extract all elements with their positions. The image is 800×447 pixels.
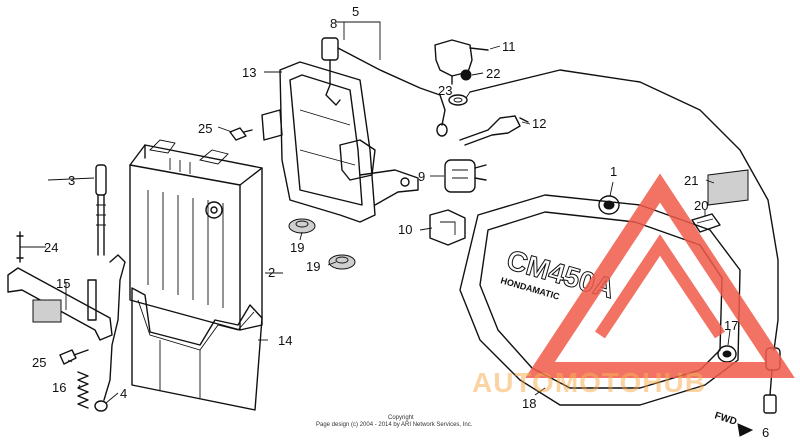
callout-16: 16 <box>52 380 66 395</box>
callout-5: 5 <box>352 4 359 19</box>
breather-tube <box>87 164 107 321</box>
callout-17: 17 <box>724 318 738 333</box>
bolt-upper <box>229 127 253 141</box>
callout-21: 21 <box>684 173 698 188</box>
callout-12: 12 <box>532 116 546 131</box>
callout-15: 15 <box>56 276 70 291</box>
grommet-1 <box>598 195 620 215</box>
main-wire <box>321 37 448 137</box>
spring <box>77 371 89 409</box>
fwd-label: FWD <box>713 410 738 428</box>
callout-20: 20 <box>694 198 708 213</box>
battery-cable <box>94 254 126 412</box>
callout-19-upper: 19 <box>290 240 304 255</box>
callout-23: 23 <box>438 83 452 98</box>
callout-3: 3 <box>68 173 75 188</box>
battery <box>129 139 263 331</box>
bolt-lower <box>59 349 89 365</box>
callout-13: 13 <box>242 65 256 80</box>
decal <box>707 169 749 206</box>
copyright: Copyright Page design (c) 2004 - 2014 by… <box>316 415 473 428</box>
battery-strap <box>7 267 113 341</box>
callout-8: 8 <box>330 16 337 31</box>
nut-washer <box>448 69 472 106</box>
grommet-17 <box>717 345 737 363</box>
callout-4: 4 <box>120 386 127 401</box>
callout-19-lower: 19 <box>306 259 320 274</box>
fuse-holder <box>459 115 529 146</box>
callout-14: 14 <box>278 333 292 348</box>
battery-bracket <box>261 61 419 223</box>
callout-9: 9 <box>418 169 425 184</box>
watermark-text: AUTOMOTOHUB <box>472 367 706 398</box>
relay <box>444 159 487 193</box>
callouts: 1 2 3 4 5 6 8 9 10 11 12 13 14 15 16 17 … <box>32 4 769 440</box>
copyright-line-1: Copyright <box>388 415 414 421</box>
callout-22: 22 <box>486 66 500 81</box>
callout-2: 2 <box>268 265 275 280</box>
watermark-logo: AUTOMOTOHUB <box>472 173 795 398</box>
callout-18: 18 <box>522 396 536 411</box>
callout-11: 11 <box>502 39 516 54</box>
fwd-indicator: FWD <box>713 410 754 437</box>
callout-6: 6 <box>762 425 769 440</box>
relay-mount <box>429 209 466 246</box>
leader-lines <box>20 21 731 404</box>
copyright-line-2: Page design (c) 2004 - 2014 by ARI Netwo… <box>316 422 473 428</box>
callout-25-upper: 25 <box>198 121 212 136</box>
battery-case <box>131 287 263 411</box>
callout-10: 10 <box>398 222 412 237</box>
callout-25-lower: 25 <box>32 355 46 370</box>
callout-24: 24 <box>44 240 58 255</box>
callout-1: 1 <box>610 164 617 179</box>
